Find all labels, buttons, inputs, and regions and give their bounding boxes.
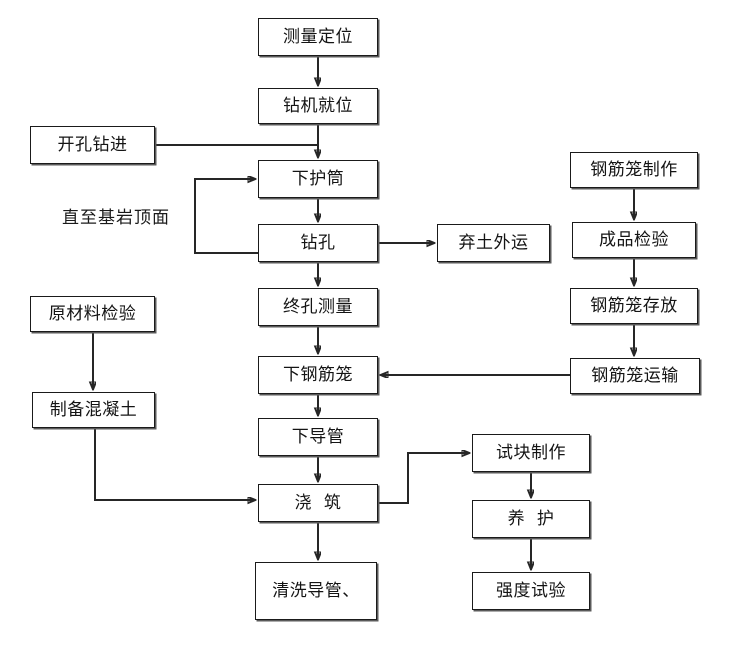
edge-n13-n10 — [94, 428, 255, 500]
node-lower-casing[interactable]: 下护筒 — [258, 160, 378, 198]
node-raw-material-inspection[interactable]: 原材料检验 — [30, 296, 155, 332]
edge-n5-n4-feedback — [194, 179, 258, 254]
node-drill-rig-in-place[interactable]: 钻机就位 — [258, 88, 378, 124]
node-rebar-cage-fabrication[interactable]: 钢筋笼制作 — [570, 152, 698, 188]
node-final-hole-survey[interactable]: 终孔测量 — [258, 288, 378, 326]
node-prepare-concrete[interactable]: 制备混凝土 — [32, 392, 155, 428]
node-product-inspection[interactable]: 成品检验 — [572, 222, 696, 258]
node-measure-positioning[interactable]: 测量定位 — [258, 18, 378, 56]
edge-n10-n18 — [378, 453, 469, 504]
node-lower-rebar-cage[interactable]: 下钢筋笼 — [258, 356, 378, 394]
node-curing[interactable]: 养 护 — [472, 500, 590, 538]
node-strength-test[interactable]: 强度试验 — [472, 572, 590, 610]
node-drill-hole[interactable]: 钻孔 — [258, 224, 378, 262]
node-lower-tremie-pipe[interactable]: 下导管 — [258, 418, 378, 456]
node-pouring[interactable]: 浇 筑 — [258, 484, 378, 522]
node-start-drilling[interactable]: 开孔钻进 — [30, 126, 155, 164]
node-test-block-making[interactable]: 试块制作 — [472, 434, 590, 472]
node-rebar-cage-transport[interactable]: 钢筋笼运输 — [570, 358, 700, 394]
node-rebar-cage-storage[interactable]: 钢筋笼存放 — [570, 288, 698, 324]
node-spoil-removal[interactable]: 弃土外运 — [437, 224, 550, 262]
node-clean-tremie-pipe[interactable]: 清洗导管、 — [255, 562, 377, 620]
annotation-until-bedrock-surface: 直至基岩顶面 — [62, 208, 170, 228]
